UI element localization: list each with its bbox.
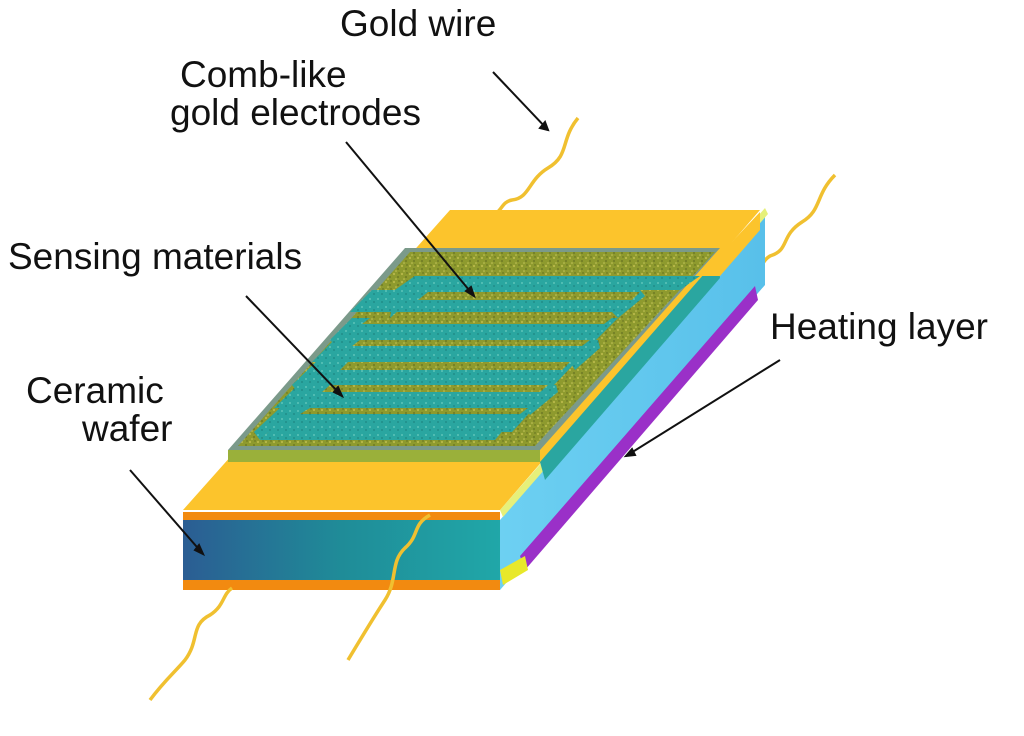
arrow-ceramic <box>129 469 204 555</box>
gold-wire-bottom-left <box>148 586 234 702</box>
sensing-layer-side <box>540 258 720 480</box>
electrode-fingers <box>300 292 640 414</box>
ceramic-side <box>500 212 765 590</box>
heating-layer-yellow <box>500 556 528 585</box>
label-comb-line1: Comb-like <box>180 54 347 95</box>
arrow-heating <box>625 359 781 457</box>
label-ceramic-line1: Ceramic <box>26 370 164 411</box>
label-ceramic-line2: wafer <box>82 408 173 449</box>
gold-wire-bottom-mid <box>346 513 431 661</box>
heating-layer-strip <box>520 286 758 570</box>
label-sensing-materials: Sensing materials <box>8 236 303 277</box>
label-ceramic-wafer: Ceramic wafer <box>26 372 172 448</box>
arrow-comb <box>345 141 475 297</box>
ceramic-front-body <box>183 520 500 580</box>
arrow-gold-wire <box>492 71 549 131</box>
bottom-pad <box>183 580 500 590</box>
label-comb-line2: gold electrodes <box>170 92 421 133</box>
pointer-arrows <box>129 71 781 557</box>
arrow-sensing <box>245 295 343 397</box>
sensing-layer-front <box>228 450 540 462</box>
back-gold-pad <box>700 212 760 276</box>
gold-wire-top-left <box>468 116 580 251</box>
label-heating-layer: Heating layer <box>770 306 989 347</box>
ceramic-front <box>183 512 500 520</box>
label-gold-wire: Gold wire <box>340 3 497 44</box>
label-comb-electrodes: Comb-like gold electrodes <box>170 54 421 132</box>
